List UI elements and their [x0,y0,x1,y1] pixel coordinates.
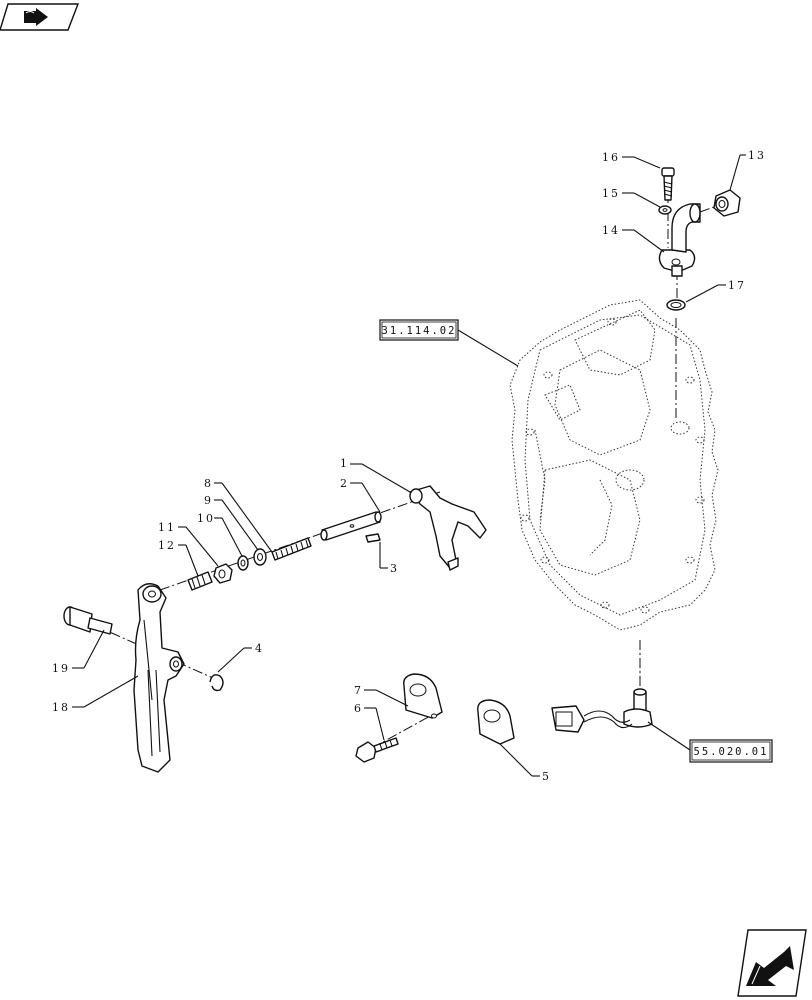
harness-reference-code: 55.020.01 [694,746,769,758]
callout-6: 6 [354,702,363,715]
callout-4: 4 [255,642,264,655]
callout-11: 11 [158,521,176,534]
shift-fork-assembly [159,485,487,591]
callout-5: 5 [542,770,551,783]
housing-reference[interactable]: 31.114.02 [379,319,459,341]
nut [713,189,741,217]
screw [661,167,675,201]
callout-8: 8 [204,477,213,490]
clip-assembly [355,673,515,763]
harness-reference[interactable]: 55.020.01 [689,739,773,763]
callout-7: 7 [354,684,363,697]
callout-15: 15 [602,187,620,200]
oil-pipe-assembly [658,167,741,420]
callout-16: 16 [602,151,620,164]
callout-leaders [72,154,746,777]
callout-13: 13 [748,149,766,162]
callout-9: 9 [204,494,213,507]
transmission-housing [509,299,719,631]
callout-18: 18 [52,701,70,714]
callout-19: 19 [52,662,70,675]
callout-labels: 1 2 3 4 5 6 7 8 9 10 11 12 13 14 15 16 1… [52,149,766,783]
callout-17: 17 [728,279,746,292]
sensor-harness [551,640,653,733]
callout-3: 3 [390,562,399,575]
next-page-arrow-icon[interactable] [737,929,807,997]
housing-reference-code: 31.114.02 [382,325,457,337]
pipe-fitting [658,203,701,277]
callout-10: 10 [197,512,215,525]
callout-1: 1 [340,457,349,470]
callout-14: 14 [602,224,620,237]
callout-12: 12 [158,539,176,552]
callout-2: 2 [340,477,349,490]
book-arrow-icon[interactable] [0,3,80,31]
shift-lever-assembly [63,583,224,773]
